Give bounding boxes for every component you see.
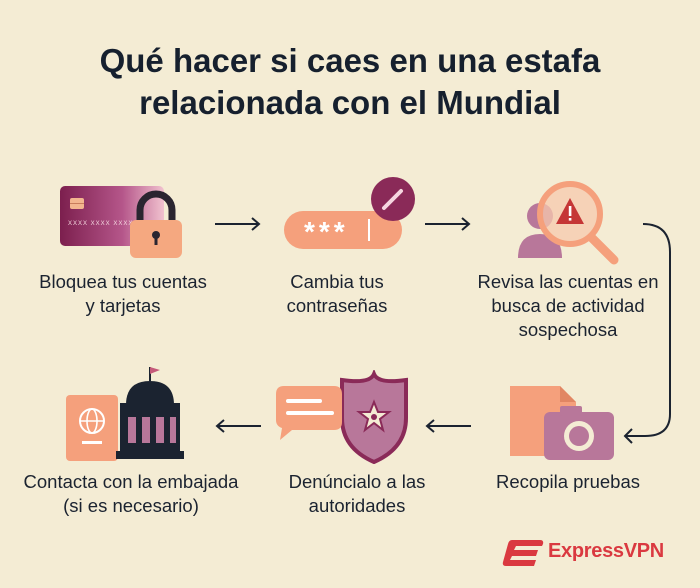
step-caption-6: Contacta con la embajada (si es necesari… <box>23 471 239 516</box>
card-lock-icon: XXXX XXXX XXXX <box>60 186 182 258</box>
card-number: XXXX XXXX XXXX <box>68 221 133 227</box>
password-mask: *** <box>304 216 349 247</box>
title-line-2: relacionada con el Mundial <box>139 84 561 121</box>
arrow-left-icon <box>215 419 261 433</box>
arrow-right-icon <box>215 217 261 231</box>
page-title: Qué hacer si caes en una estafa relacion… <box>0 40 700 124</box>
police-badge-icon <box>276 370 408 464</box>
arrow-right-icon <box>425 217 471 231</box>
curved-arrow-icon <box>623 223 671 444</box>
step-caption-2: Cambia tus contraseñas <box>286 271 388 316</box>
brand-name: ExpressVPN <box>548 540 664 562</box>
step-caption-3: Revisa las cuentas en busca de actividad… <box>477 271 659 340</box>
camera-document-icon <box>510 386 614 460</box>
password-icon: *** <box>284 177 415 249</box>
step-caption-1: Bloquea tus cuentas y tarjetas <box>39 271 207 316</box>
expressvpn-logo-icon <box>502 540 544 566</box>
title-line-1: Qué hacer si caes en una estafa <box>99 42 601 79</box>
step-caption-4: Recopila pruebas <box>496 471 640 492</box>
embassy-passport-icon <box>66 367 184 461</box>
magnifier-alert-icon <box>518 181 619 265</box>
step-caption-5: Denúncialo a las autoridades <box>288 471 426 516</box>
arrow-left-icon <box>425 419 471 433</box>
